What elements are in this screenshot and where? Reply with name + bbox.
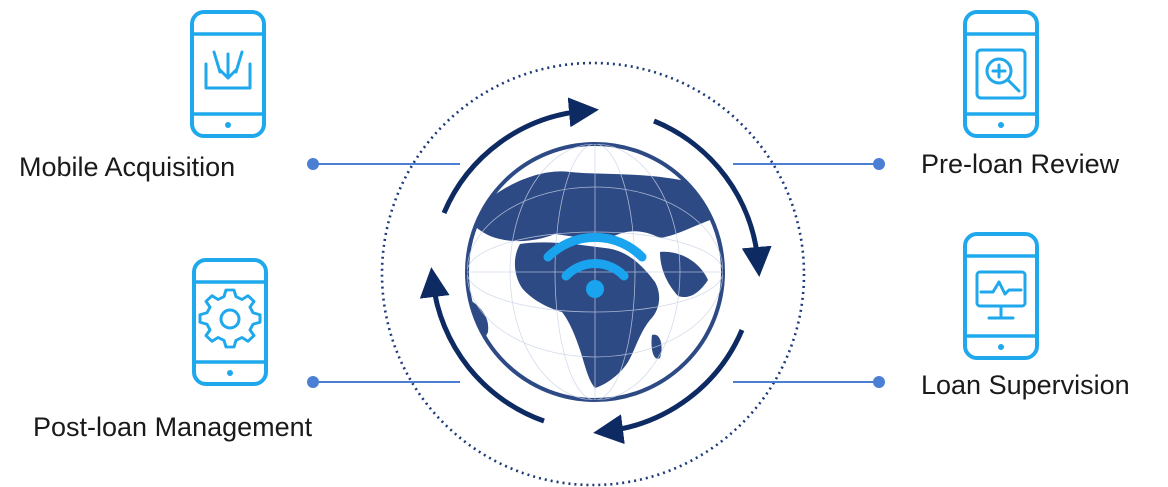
cycle-arrow-top-right — [653, 118, 772, 277]
connector-mobile-acquisition — [307, 158, 460, 170]
cycle-arrows — [419, 97, 772, 445]
phone-monitor-chart-icon — [963, 232, 1039, 360]
phone-download-tray-icon — [190, 10, 266, 138]
cycle-arrow-top-left — [441, 97, 599, 214]
globe-wifi-icon — [465, 142, 725, 402]
phone-gear-icon — [192, 258, 268, 386]
phone-zoom-in-icon — [963, 10, 1039, 138]
label-mobile-acquisition: Mobile Acquisition — [19, 152, 236, 182]
monitor-chart-icon — [975, 270, 1027, 320]
cycle-arrow-bottom-left — [419, 267, 545, 424]
zoom-in-icon — [975, 48, 1027, 100]
dotted-ring — [380, 61, 806, 487]
gear-icon — [198, 288, 262, 349]
cycle-arrow-bottom-right — [593, 329, 745, 445]
connector-pre-loan-review — [733, 158, 885, 170]
label-loan-supervision: Loan Supervision — [921, 370, 1130, 400]
label-pre-loan-review: Pre-loan Review — [921, 149, 1120, 179]
connector-post-loan-management — [307, 376, 460, 388]
label-post-loan-management: Post-loan Management — [33, 412, 313, 442]
download-tray-icon — [204, 50, 252, 90]
connector-loan-supervision — [733, 376, 885, 388]
